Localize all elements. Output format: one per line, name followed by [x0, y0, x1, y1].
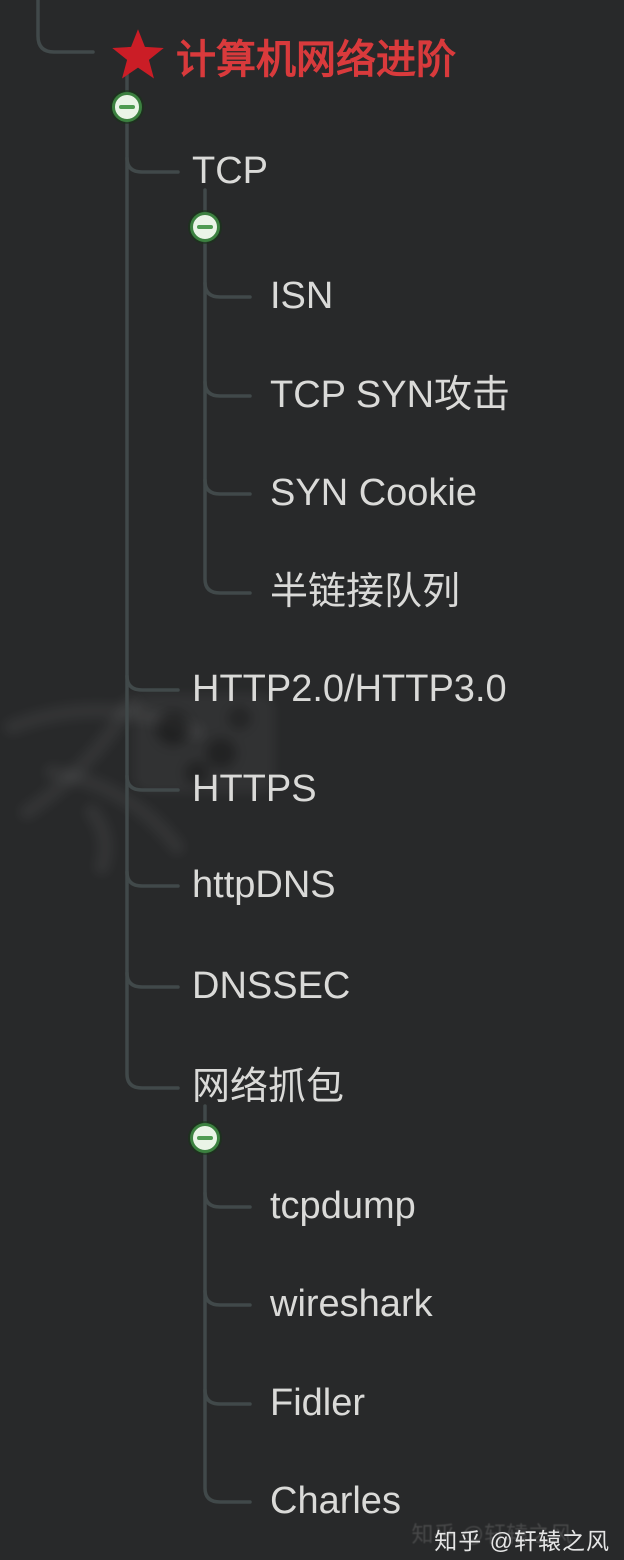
- branch-connector-https: [125, 774, 180, 792]
- tcp-trunk: [203, 188, 252, 595]
- collapse-button-capture[interactable]: [190, 1123, 220, 1153]
- child-connector-isn: [203, 281, 252, 299]
- node-capture[interactable]: 网络抓包: [192, 1066, 345, 1109]
- node-fidler[interactable]: Fidler: [270, 1382, 366, 1425]
- collapse-button-tcp[interactable]: [190, 212, 220, 242]
- branch-connector-tcp: [125, 156, 180, 174]
- node-halflink-queue[interactable]: 半链接队列: [270, 571, 461, 614]
- child-connector-syncookie: [203, 478, 252, 496]
- parent-connector: [36, 0, 95, 54]
- background-stamp-watermark: [133, 693, 275, 793]
- node-httpdns[interactable]: httpDNS: [192, 864, 336, 907]
- zhihu-watermark: 知乎 @轩辕之风: [434, 1528, 610, 1554]
- node-syn-attack[interactable]: TCP SYN攻击: [270, 374, 511, 417]
- root-node[interactable]: 计算机网络进阶: [176, 38, 456, 82]
- minus-icon: [197, 225, 213, 229]
- child-connector-fidler: [203, 1388, 252, 1406]
- node-wireshark[interactable]: wireshark: [270, 1283, 433, 1326]
- minus-icon: [197, 1136, 213, 1140]
- watermark-ghost: 知乎 @轩辕之风: [411, 1522, 572, 1547]
- node-charles[interactable]: Charles: [270, 1480, 401, 1523]
- node-tcp[interactable]: TCP: [192, 150, 268, 193]
- branch-connector-httpdns: [125, 870, 180, 888]
- branch-connector-http2: [125, 674, 180, 692]
- node-http2-http3[interactable]: HTTP2.0/HTTP3.0: [192, 668, 507, 711]
- child-connector-tcpdump: [203, 1191, 252, 1209]
- node-dnssec[interactable]: DNSSEC: [192, 965, 351, 1008]
- root-trunk: [125, 72, 180, 1090]
- background-calligraphy-watermark: [4, 694, 205, 875]
- child-connector-synattack: [203, 380, 252, 398]
- node-tcpdump[interactable]: tcpdump: [270, 1185, 416, 1228]
- node-syn-cookie[interactable]: SYN Cookie: [270, 472, 477, 515]
- child-connector-wireshark: [203, 1289, 252, 1307]
- node-isn[interactable]: ISN: [270, 275, 334, 318]
- minus-icon: [119, 105, 135, 109]
- capture-trunk: [203, 1104, 252, 1504]
- star-icon: [112, 29, 164, 79]
- branch-connector-dnssec: [125, 971, 180, 989]
- collapse-button-root[interactable]: [112, 92, 142, 122]
- node-https[interactable]: HTTPS: [192, 768, 317, 811]
